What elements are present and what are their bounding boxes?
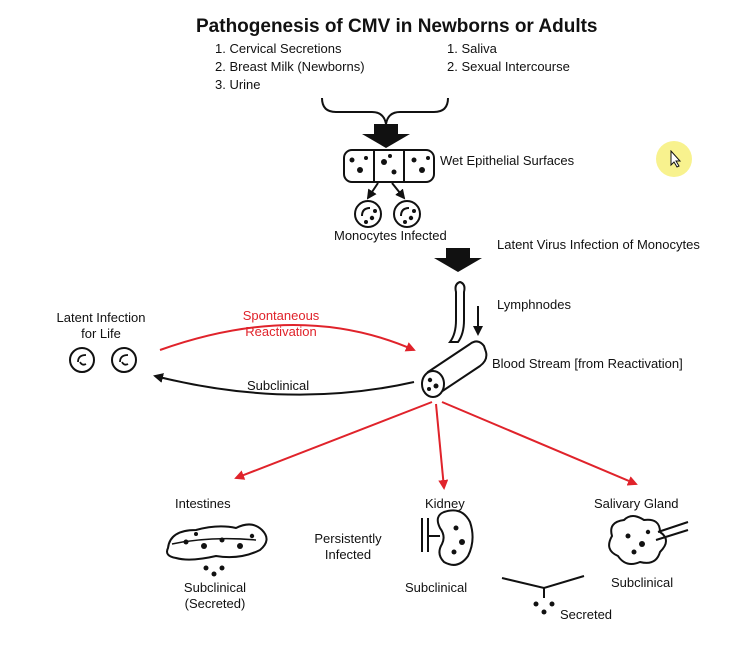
arrow-to-monocyte-left <box>366 182 379 200</box>
salivary-gland-icon <box>608 515 689 565</box>
label-intestines-sub-line2: (Secreted) <box>184 596 246 611</box>
label-spontaneous-line1: Spontaneous <box>242 308 320 323</box>
label-intestines: Intestines <box>175 496 231 511</box>
label-salivary-gland: Salivary Gland <box>594 496 679 511</box>
label-monocytes-infected: Monocytes Infected <box>334 228 447 243</box>
arrow-to-intestines <box>234 401 433 480</box>
label-kidney: Kidney <box>425 496 465 511</box>
adult-sources-list: 1. Saliva 2. Sexual Intercourse <box>447 40 570 76</box>
source-brace <box>321 97 449 125</box>
label-kidney-subclinical: Subclinical <box>405 580 468 595</box>
kidney-icon <box>421 509 474 566</box>
label-latent-infection-line2: for Life <box>81 326 121 341</box>
arrow-to-kidney <box>435 403 449 490</box>
source-item: 2. Breast Milk (Newborns) <box>215 59 365 74</box>
label-spontaneous-reactivation: Spontaneous Reactivation <box>226 308 336 340</box>
label-latent-infection-line1: Latent Infection <box>56 310 146 325</box>
label-intestines-sub-line1: Subclinical <box>183 580 247 595</box>
label-lymphnodes: Lymphnodes <box>497 297 571 312</box>
label-persistently-infected: Persistently Infected <box>300 531 396 563</box>
label-salivary-subclinical: Subclinical <box>611 575 674 590</box>
reactivation-arrow <box>159 324 416 352</box>
label-intestines-subclinical: Subclinical (Secreted) <box>165 580 265 612</box>
block-arrow-to-lymph <box>434 248 482 272</box>
label-secreted: Secreted <box>560 607 613 622</box>
cursor-pointer-icon <box>670 150 682 168</box>
block-arrow-to-epithelium <box>362 124 410 148</box>
lymph-vessel-icon <box>448 280 466 343</box>
newborn-sources-list: 1. Cervical Secretions 2. Breast Milk (N… <box>215 40 365 94</box>
epithelial-cells-icon <box>343 149 435 183</box>
source-item: 1. Saliva <box>447 41 497 56</box>
diagram-title: Pathogenesis of CMV in Newborns or Adult… <box>196 16 598 37</box>
label-latent-virus: Latent Virus Infection of Monocytes <box>497 237 700 252</box>
source-item: 2. Sexual Intercourse <box>447 59 570 74</box>
monocytes-icon <box>354 200 421 228</box>
arrow-to-monocyte-right <box>391 182 406 200</box>
label-wet-epithelial: Wet Epithelial Surfaces <box>440 153 575 168</box>
blood-vessel-icon <box>421 340 488 398</box>
intestines-icon <box>166 523 268 577</box>
secretion-icon <box>501 575 585 615</box>
label-subclinical-return: Subclinical <box>247 378 310 393</box>
label-latent-infection: Latent Infection for Life <box>46 310 156 342</box>
source-item: 3. Urine <box>215 77 261 92</box>
label-spontaneous-line2: Reactivation <box>245 324 317 339</box>
label-persistently-line2: Infected <box>324 547 372 562</box>
source-item: 1. Cervical Secretions <box>215 41 342 56</box>
latent-cells-icon <box>69 347 137 373</box>
label-persistently-line1: Persistently <box>314 531 382 546</box>
arrow-to-salivary <box>441 401 638 486</box>
subclinical-return-arrow <box>153 373 415 396</box>
label-blood-stream: Blood Stream [from Reactivation] <box>492 356 683 371</box>
